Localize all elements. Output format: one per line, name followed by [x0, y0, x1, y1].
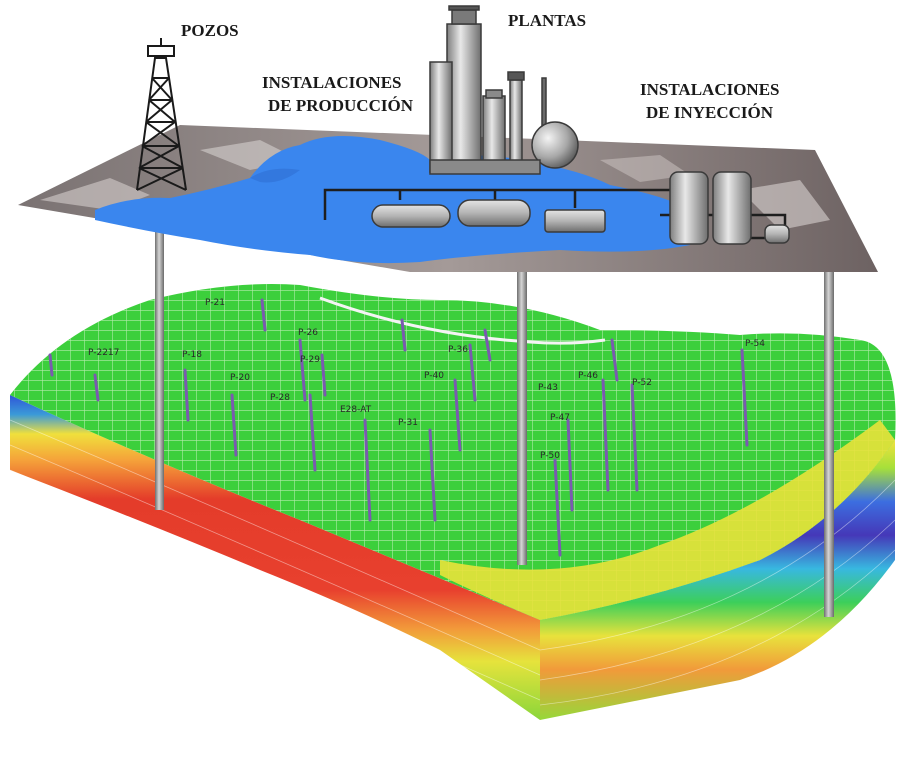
well-tag: P-29	[300, 355, 320, 365]
well-tag: P-21	[205, 298, 225, 308]
well-tag: P-54	[745, 339, 765, 349]
connection-pipes	[155, 200, 834, 617]
well-tag: P-43	[538, 383, 558, 393]
separator-tank	[371, 204, 451, 228]
well-tag: P-46	[578, 371, 598, 381]
well-tags: P-2217 P-18 P-20 P-21 P-26 P-28 P-29 E28…	[88, 298, 765, 461]
label-instalaciones-inyeccion-2: DE INYECCIÓN	[646, 103, 774, 122]
well-pipe-left	[155, 200, 164, 510]
label-instalaciones-inyeccion-1: INSTALACIONES	[640, 80, 780, 99]
well-tag: E28-AT	[340, 405, 372, 415]
reservoir-right-face	[540, 440, 895, 720]
label-instalaciones-produccion-1: INSTALACIONES	[262, 73, 402, 92]
well-tag: P-36	[448, 345, 468, 355]
well-tag: P-50	[540, 451, 560, 461]
oil-derrick-icon	[136, 38, 187, 191]
well-pipe-right	[824, 262, 834, 617]
injection-tanks	[669, 171, 790, 245]
spherical-tank	[531, 121, 579, 169]
separator-tank	[457, 199, 531, 227]
well-tag: P-26	[298, 328, 318, 338]
surface-plane	[18, 125, 878, 272]
reservoir-model	[9, 284, 896, 720]
well-tag: P-40	[424, 371, 444, 381]
reservoir-left-face	[10, 395, 540, 720]
injection-pump	[764, 224, 790, 244]
trajectory-curve	[319, 296, 606, 345]
well-tag: P-47	[550, 413, 570, 423]
stack	[509, 79, 523, 173]
well-tag: P-18	[182, 350, 202, 360]
well-tag: P-2217	[88, 348, 119, 358]
well-traces	[48, 298, 749, 557]
label-plantas: PLANTAS	[508, 11, 586, 30]
well-pipe-center	[517, 240, 527, 565]
injection-tank	[712, 171, 752, 245]
reactor-tower	[429, 61, 453, 173]
well-tag: P-52	[632, 378, 652, 388]
production-vessels	[371, 199, 606, 233]
injection-tank	[669, 171, 709, 245]
water-body	[95, 136, 694, 264]
label-pozos: POZOS	[181, 21, 239, 40]
well-tag: P-31	[398, 418, 418, 428]
storage-tank	[544, 209, 606, 233]
well-tag: P-20	[230, 373, 250, 383]
well-tag: P-28	[270, 393, 290, 403]
label-instalaciones-produccion-2: DE PRODUCCIÓN	[268, 96, 414, 115]
refinery-plant-icon	[429, 5, 579, 175]
